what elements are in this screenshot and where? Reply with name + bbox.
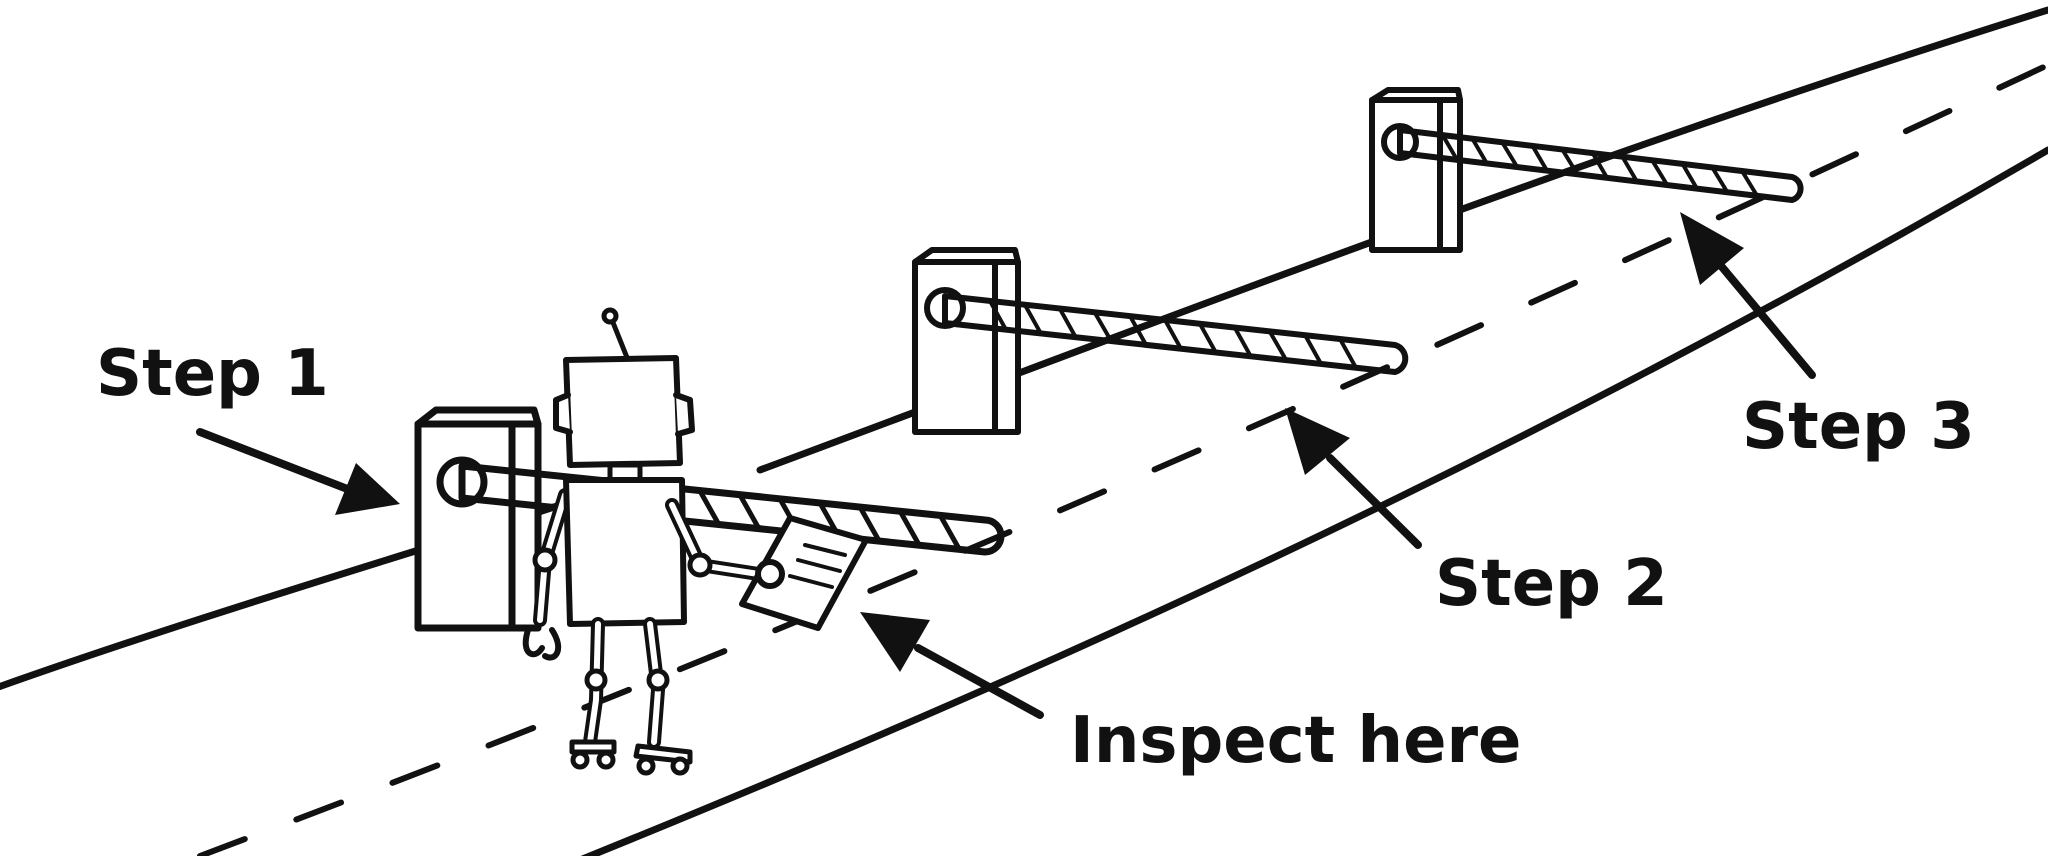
gate-2-post [912,247,1021,435]
gate-2 [912,247,1409,435]
arrow-step-3 [1680,212,1816,379]
arrow-step-2 [1285,408,1422,549]
gate-1 [414,406,1005,632]
robot-head [553,355,695,468]
gate-1-post [414,406,542,632]
gate-3-post [1369,87,1463,253]
clipboard [739,515,869,631]
robot-antenna [601,307,631,363]
road [0,6,2048,856]
robot-legs [583,617,670,749]
gate-2-boom [924,287,1409,375]
gate-1-boom [436,456,1005,556]
arrow-inspect-here [860,612,1044,719]
robot [522,307,869,776]
label-step-2: Step 2 [1435,547,1668,621]
road-edge-bottom [580,146,2048,856]
gate-3 [1369,87,1804,253]
robot-feet [569,739,693,776]
robot-torso [563,477,687,627]
arrow-step-1 [196,428,400,515]
robot-left-arm [522,488,572,661]
label-inspect-here: Inspect here [1070,704,1521,778]
label-step-1: Step 1 [96,337,329,411]
label-step-3: Step 3 [1742,390,1975,464]
gate-3-boom [1381,123,1804,203]
robot-right-arm [665,498,772,582]
